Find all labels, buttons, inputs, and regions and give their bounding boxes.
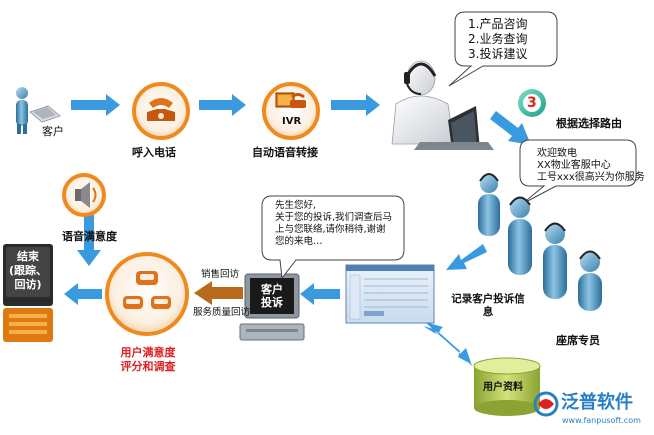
- options-bubble-text: 1.产品咨询 2.业务查询 3.投诉建议: [468, 17, 527, 62]
- brand-logo-icon: [533, 391, 559, 417]
- flow-arrow-call-to-ivr: [199, 94, 246, 116]
- response-speech-bubble: [261, 195, 405, 280]
- greeting-line-3: 工号xxx很高兴为你服务: [537, 172, 645, 183]
- user-data-label: 用户资料: [483, 382, 523, 393]
- flow-arrow-record-to-userdata: [423, 322, 472, 366]
- greeting-line-1: 欢迎致电: [537, 148, 577, 159]
- operator-headset-icon: [391, 60, 494, 150]
- flow-arrow-operator-to-agents: [490, 111, 531, 145]
- complaint-terminal-icon: [239, 273, 305, 341]
- complaint-label: 客户 投诉: [250, 283, 294, 309]
- route-by-choice-label: 根据选择路由: [556, 117, 622, 130]
- satisfaction-line-2: 评分和调查: [120, 360, 176, 373]
- brand-url: www.fanpusoft.com: [562, 416, 641, 425]
- flow-arrow-voice-to-end: [77, 212, 101, 266]
- route-badge-icon: [518, 89, 546, 117]
- voice-satisfaction-label: 语音满意度: [62, 230, 117, 243]
- satisfaction-label: 用户满意度 评分和调查: [104, 346, 192, 374]
- end-line-2: (跟踪、: [8, 264, 48, 277]
- end-line-3: 回访): [14, 278, 42, 291]
- response-line-3: 上与您联络,请你稍待,谢谢: [275, 224, 386, 235]
- agent-figure-1-icon: [478, 173, 500, 236]
- end-label: 结束 (跟踪、 回访): [6, 250, 50, 292]
- service-quality-visit-label: 服务质量回访: [193, 307, 251, 318]
- end-line-1: 结束: [17, 250, 39, 263]
- flow-arrow-record-to-complaint: [300, 283, 340, 305]
- greeting-speech-bubble: [519, 139, 637, 205]
- complaint-line-2: 投诉: [261, 296, 283, 309]
- agent-figure-2-icon: [508, 196, 532, 275]
- ivr-system-icon: [262, 82, 320, 140]
- customer-label: 客户: [42, 125, 64, 138]
- user-data-database-icon: [473, 357, 541, 416]
- agent-figure-3-icon: [543, 222, 567, 299]
- option-3: 3.投诉建议: [468, 47, 528, 61]
- route-number: 3: [527, 95, 537, 111]
- response-line-2: 关于您的投诉,我们调查后马: [275, 212, 393, 223]
- flow-arrow-agents-to-record: [446, 244, 487, 270]
- agents-label: 座席专员: [556, 334, 600, 347]
- incoming-call-icon: [132, 82, 190, 140]
- option-1: 1.产品咨询: [468, 17, 528, 31]
- flow-arrow-satisfaction-to-end: [64, 283, 102, 305]
- response-bubble-text: 先生您好, 关于您的投诉,我们调查后马 上与您联络,请你稍待,谢谢 您的来电…: [275, 200, 392, 248]
- speaker-icon: [62, 173, 106, 217]
- response-line-4: 您的来电…: [275, 236, 323, 247]
- record-line-1: 记录客户投诉信: [451, 293, 525, 305]
- record-complaint-label: 记录客户投诉信 息: [440, 293, 536, 319]
- incoming-call-label: 呼入电话: [132, 146, 176, 159]
- greeting-bubble-text: 欢迎致电 XX物业客服中心 工号xxx很高兴为你服务: [537, 148, 645, 184]
- flow-arrow-customer-to-call: [71, 94, 120, 116]
- record-line-2: 息: [482, 306, 494, 318]
- brand-name: 泛普软件: [561, 392, 633, 413]
- record-window-thumbnail: [345, 264, 435, 324]
- flow-arrow-complaint-to-satisfaction: [194, 281, 243, 305]
- satisfaction-survey-icon: [105, 252, 189, 336]
- option-2: 2.业务查询: [468, 32, 528, 46]
- complaint-line-1: 客户: [261, 283, 283, 296]
- options-speech-bubble: [448, 11, 558, 87]
- agent-figure-4-icon: [578, 250, 602, 311]
- flow-arrow-ivr-to-operator: [331, 94, 380, 116]
- end-document-icon: [3, 244, 53, 342]
- sales-return-visit-label: 销售回访: [201, 269, 240, 280]
- ivr-label: IVR: [282, 116, 302, 127]
- auto-voice-label: 自动语音转接: [252, 146, 318, 159]
- customer-figure-icon: [16, 87, 61, 134]
- response-line-1: 先生您好,: [275, 200, 317, 211]
- greeting-line-2: XX物业客服中心: [537, 160, 611, 171]
- satisfaction-line-1: 用户满意度: [120, 346, 176, 359]
